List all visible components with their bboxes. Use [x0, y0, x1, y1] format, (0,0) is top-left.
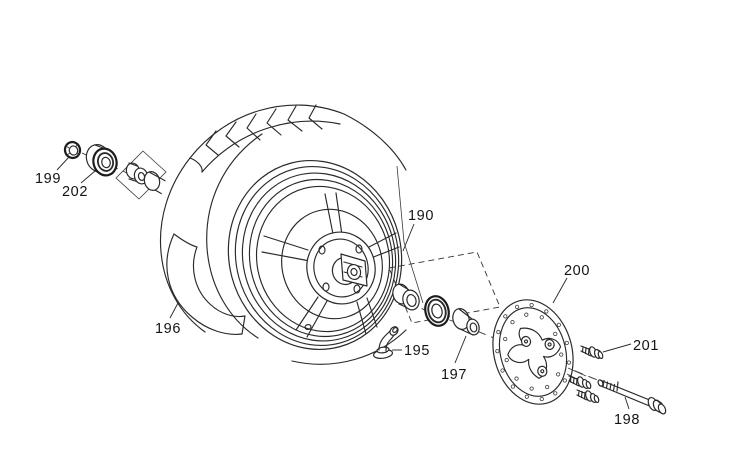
- part-label-196: 196: [155, 321, 181, 337]
- part-label-198: 198: [614, 412, 640, 428]
- part-label-195: 195: [404, 343, 430, 359]
- disc-bolt-3: [576, 389, 600, 404]
- part-label-197: 197: [441, 367, 467, 383]
- part-label-202: 202: [62, 184, 88, 200]
- wheel-drawing: [227, 159, 403, 351]
- part-label-200: 200: [564, 263, 590, 279]
- leader-lines: [56, 156, 632, 410]
- disc-bolt-1: [580, 345, 604, 360]
- axle-bolt-drawing: [597, 379, 667, 415]
- brake-disc-drawing: [492, 299, 574, 405]
- valve-stem-drawing: [372, 326, 399, 359]
- disc-bolt-2: [568, 375, 592, 390]
- hub-drawing: [306, 231, 376, 305]
- bearing-right-drawing: [392, 283, 420, 311]
- disc-drill-holes: [495, 302, 572, 402]
- part-label-190: 190: [408, 208, 434, 224]
- part-label-199: 199: [35, 171, 61, 187]
- oil-seal-drawing: [424, 295, 450, 327]
- tire-rear-arc: [291, 329, 407, 365]
- cap-drawing: [63, 140, 82, 160]
- bearing-left-drawing: [85, 144, 118, 177]
- wheel-box-edge: [396, 165, 424, 304]
- part-label-201: 201: [633, 338, 659, 354]
- collar-drawing: [452, 308, 480, 336]
- part-labels: 190 195 196 197 198 199 200 201 202: [35, 171, 659, 428]
